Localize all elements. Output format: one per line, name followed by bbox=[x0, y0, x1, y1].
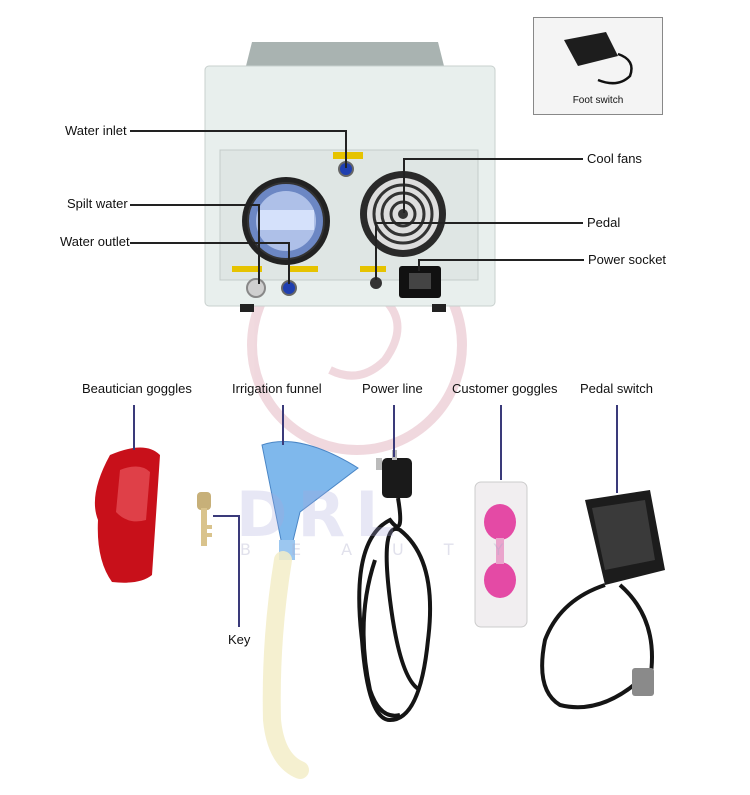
label-power-line: Power line bbox=[362, 381, 423, 396]
key bbox=[197, 492, 212, 546]
pointer-beautician-goggles bbox=[133, 405, 135, 450]
label-water-inlet: Water inlet bbox=[65, 123, 127, 138]
irrigation-funnel bbox=[261, 441, 359, 779]
line-water-outlet-drop bbox=[288, 242, 290, 284]
line-cool-fans-drop bbox=[403, 158, 405, 213]
label-irrigation-funnel: Irrigation funnel bbox=[232, 381, 322, 396]
pointer-irrigation-funnel bbox=[282, 405, 284, 445]
pointer-key-horizontal bbox=[213, 515, 239, 517]
label-spilt-water: Spilt water bbox=[67, 196, 128, 211]
line-spilt-water bbox=[130, 204, 260, 206]
label-pedal-switch: Pedal switch bbox=[580, 381, 653, 396]
label-customer-goggles: Customer goggles bbox=[452, 381, 558, 396]
line-pedal bbox=[376, 222, 583, 224]
line-spilt-water-drop bbox=[258, 204, 260, 284]
machine-rear-view bbox=[204, 42, 496, 312]
watermark-tagline: BEAUTY bbox=[240, 540, 544, 559]
watermark-text: DRL bbox=[236, 478, 405, 551]
line-water-outlet bbox=[130, 242, 290, 244]
line-water-inlet bbox=[130, 130, 346, 132]
line-cool-fans bbox=[403, 158, 583, 160]
pointer-pedal-switch bbox=[616, 405, 618, 493]
line-pedal-drop bbox=[375, 222, 377, 280]
foot-switch-caption: Foot switch bbox=[572, 95, 624, 106]
line-power-socket-drop bbox=[418, 259, 420, 271]
cool-fan-left bbox=[242, 177, 330, 265]
beautician-goggles bbox=[94, 447, 160, 583]
label-water-outlet: Water outlet bbox=[60, 234, 130, 249]
foot-switch-image bbox=[564, 32, 633, 85]
pointer-customer-goggles bbox=[500, 405, 502, 480]
pedal-switch bbox=[540, 490, 665, 710]
power-line bbox=[357, 450, 433, 723]
customer-goggles bbox=[474, 481, 528, 628]
label-pedal: Pedal bbox=[587, 215, 621, 230]
label-key: Key bbox=[228, 632, 251, 647]
line-power-socket bbox=[419, 259, 584, 261]
foot-switch-inset: Foot switch bbox=[533, 17, 663, 115]
pointer-key-vertical bbox=[238, 515, 240, 627]
label-beautician-goggles: Beautician goggles bbox=[82, 381, 192, 396]
line-water-inlet-drop bbox=[345, 130, 347, 168]
pointer-power-line bbox=[393, 405, 395, 457]
label-power-socket: Power socket bbox=[588, 252, 667, 267]
label-cool-fans: Cool fans bbox=[587, 151, 642, 166]
